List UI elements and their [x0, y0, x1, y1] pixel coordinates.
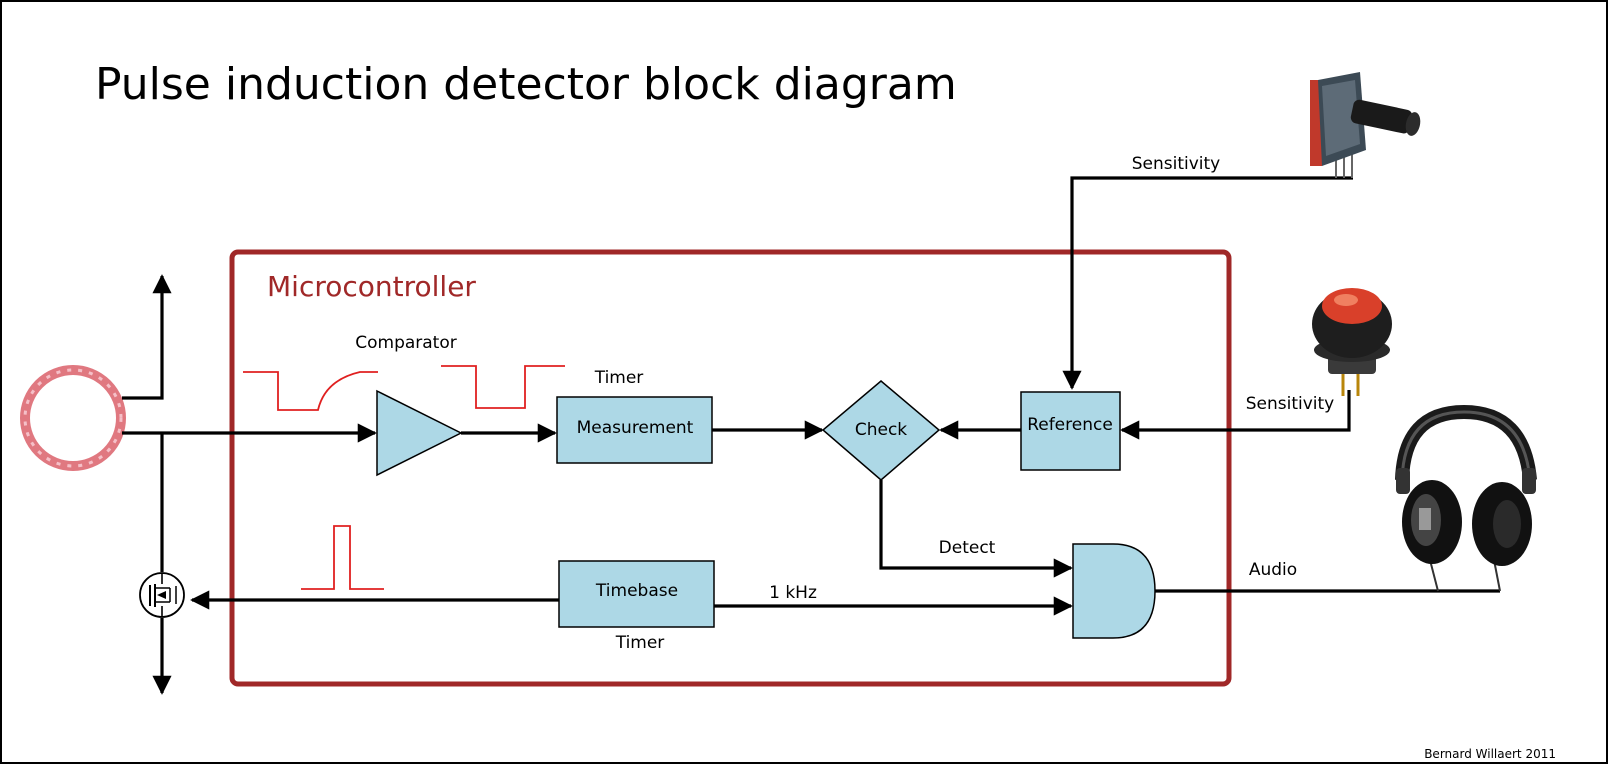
comparator-label: Comparator — [355, 333, 457, 353]
button-sensitivity-label: Sensitivity — [1246, 394, 1335, 414]
potentiometer-icon — [1310, 72, 1421, 178]
comparator-output-waveform — [441, 365, 565, 409]
search-coil-icon — [20, 365, 126, 471]
timebase-block — [558, 560, 715, 628]
timebase-label: Timebase — [595, 581, 678, 601]
detect-label: Detect — [939, 538, 996, 558]
timebase-timer-caption: Timer — [615, 633, 665, 653]
measurement-timer-caption: Timer — [594, 368, 644, 388]
microcontroller-boundary — [229, 249, 1232, 687]
and-gate-block — [1072, 543, 1156, 639]
measurement-label: Measurement — [577, 418, 694, 438]
mosfet-icon — [139, 572, 185, 618]
headphones-icon — [1395, 404, 1537, 592]
push-button-icon — [1312, 288, 1392, 396]
pot-to-reference-wire — [1062, 176, 1353, 390]
comparator-block — [376, 389, 463, 477]
credit-text: Bernard Willaert 2011 — [1424, 747, 1556, 761]
coil-upper-wire — [122, 274, 172, 400]
reference-label: Reference — [1027, 415, 1113, 435]
check-label: Check — [855, 420, 907, 440]
reference-block — [1020, 391, 1121, 471]
button-to-reference-wire — [1120, 390, 1351, 440]
check-to-gate-wire — [879, 480, 1073, 578]
pulse-waveform — [301, 525, 384, 590]
coil-decay-waveform — [243, 371, 378, 411]
audio-label: Audio — [1249, 560, 1297, 580]
frequency-label: 1 kHz — [769, 583, 817, 603]
microcontroller-label: Microcontroller — [267, 270, 476, 303]
diagram-title: Pulse induction detector block diagram — [95, 59, 957, 110]
pot-sensitivity-label: Sensitivity — [1132, 154, 1221, 174]
